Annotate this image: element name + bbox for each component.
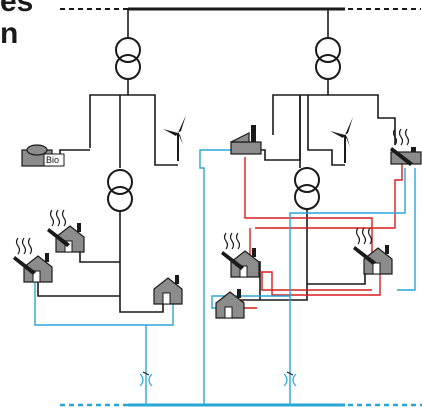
wind-turbine-icon	[163, 115, 186, 161]
transformer-icon	[294, 167, 320, 210]
caption: es n	[0, 0, 33, 50]
heat-network	[242, 157, 403, 309]
gas-regulator-icon	[139, 371, 153, 387]
transformer-icon	[315, 37, 341, 80]
bio-label: Bio	[46, 155, 59, 165]
chp-plant-icon	[389, 128, 422, 167]
house-icon	[215, 288, 245, 319]
gas-branches	[199, 149, 416, 405]
caption-line-2: n	[0, 17, 19, 50]
transformer-icon	[107, 169, 133, 212]
caption-line-1: es	[0, 0, 34, 18]
transformer-icon	[115, 37, 141, 80]
gas-regulator-icon	[283, 371, 297, 387]
house-icon	[153, 274, 183, 305]
wind-turbine-icon	[330, 117, 353, 163]
biogas-plant-icon: Bio	[21, 144, 65, 167]
chp-plant-icon	[230, 125, 262, 155]
